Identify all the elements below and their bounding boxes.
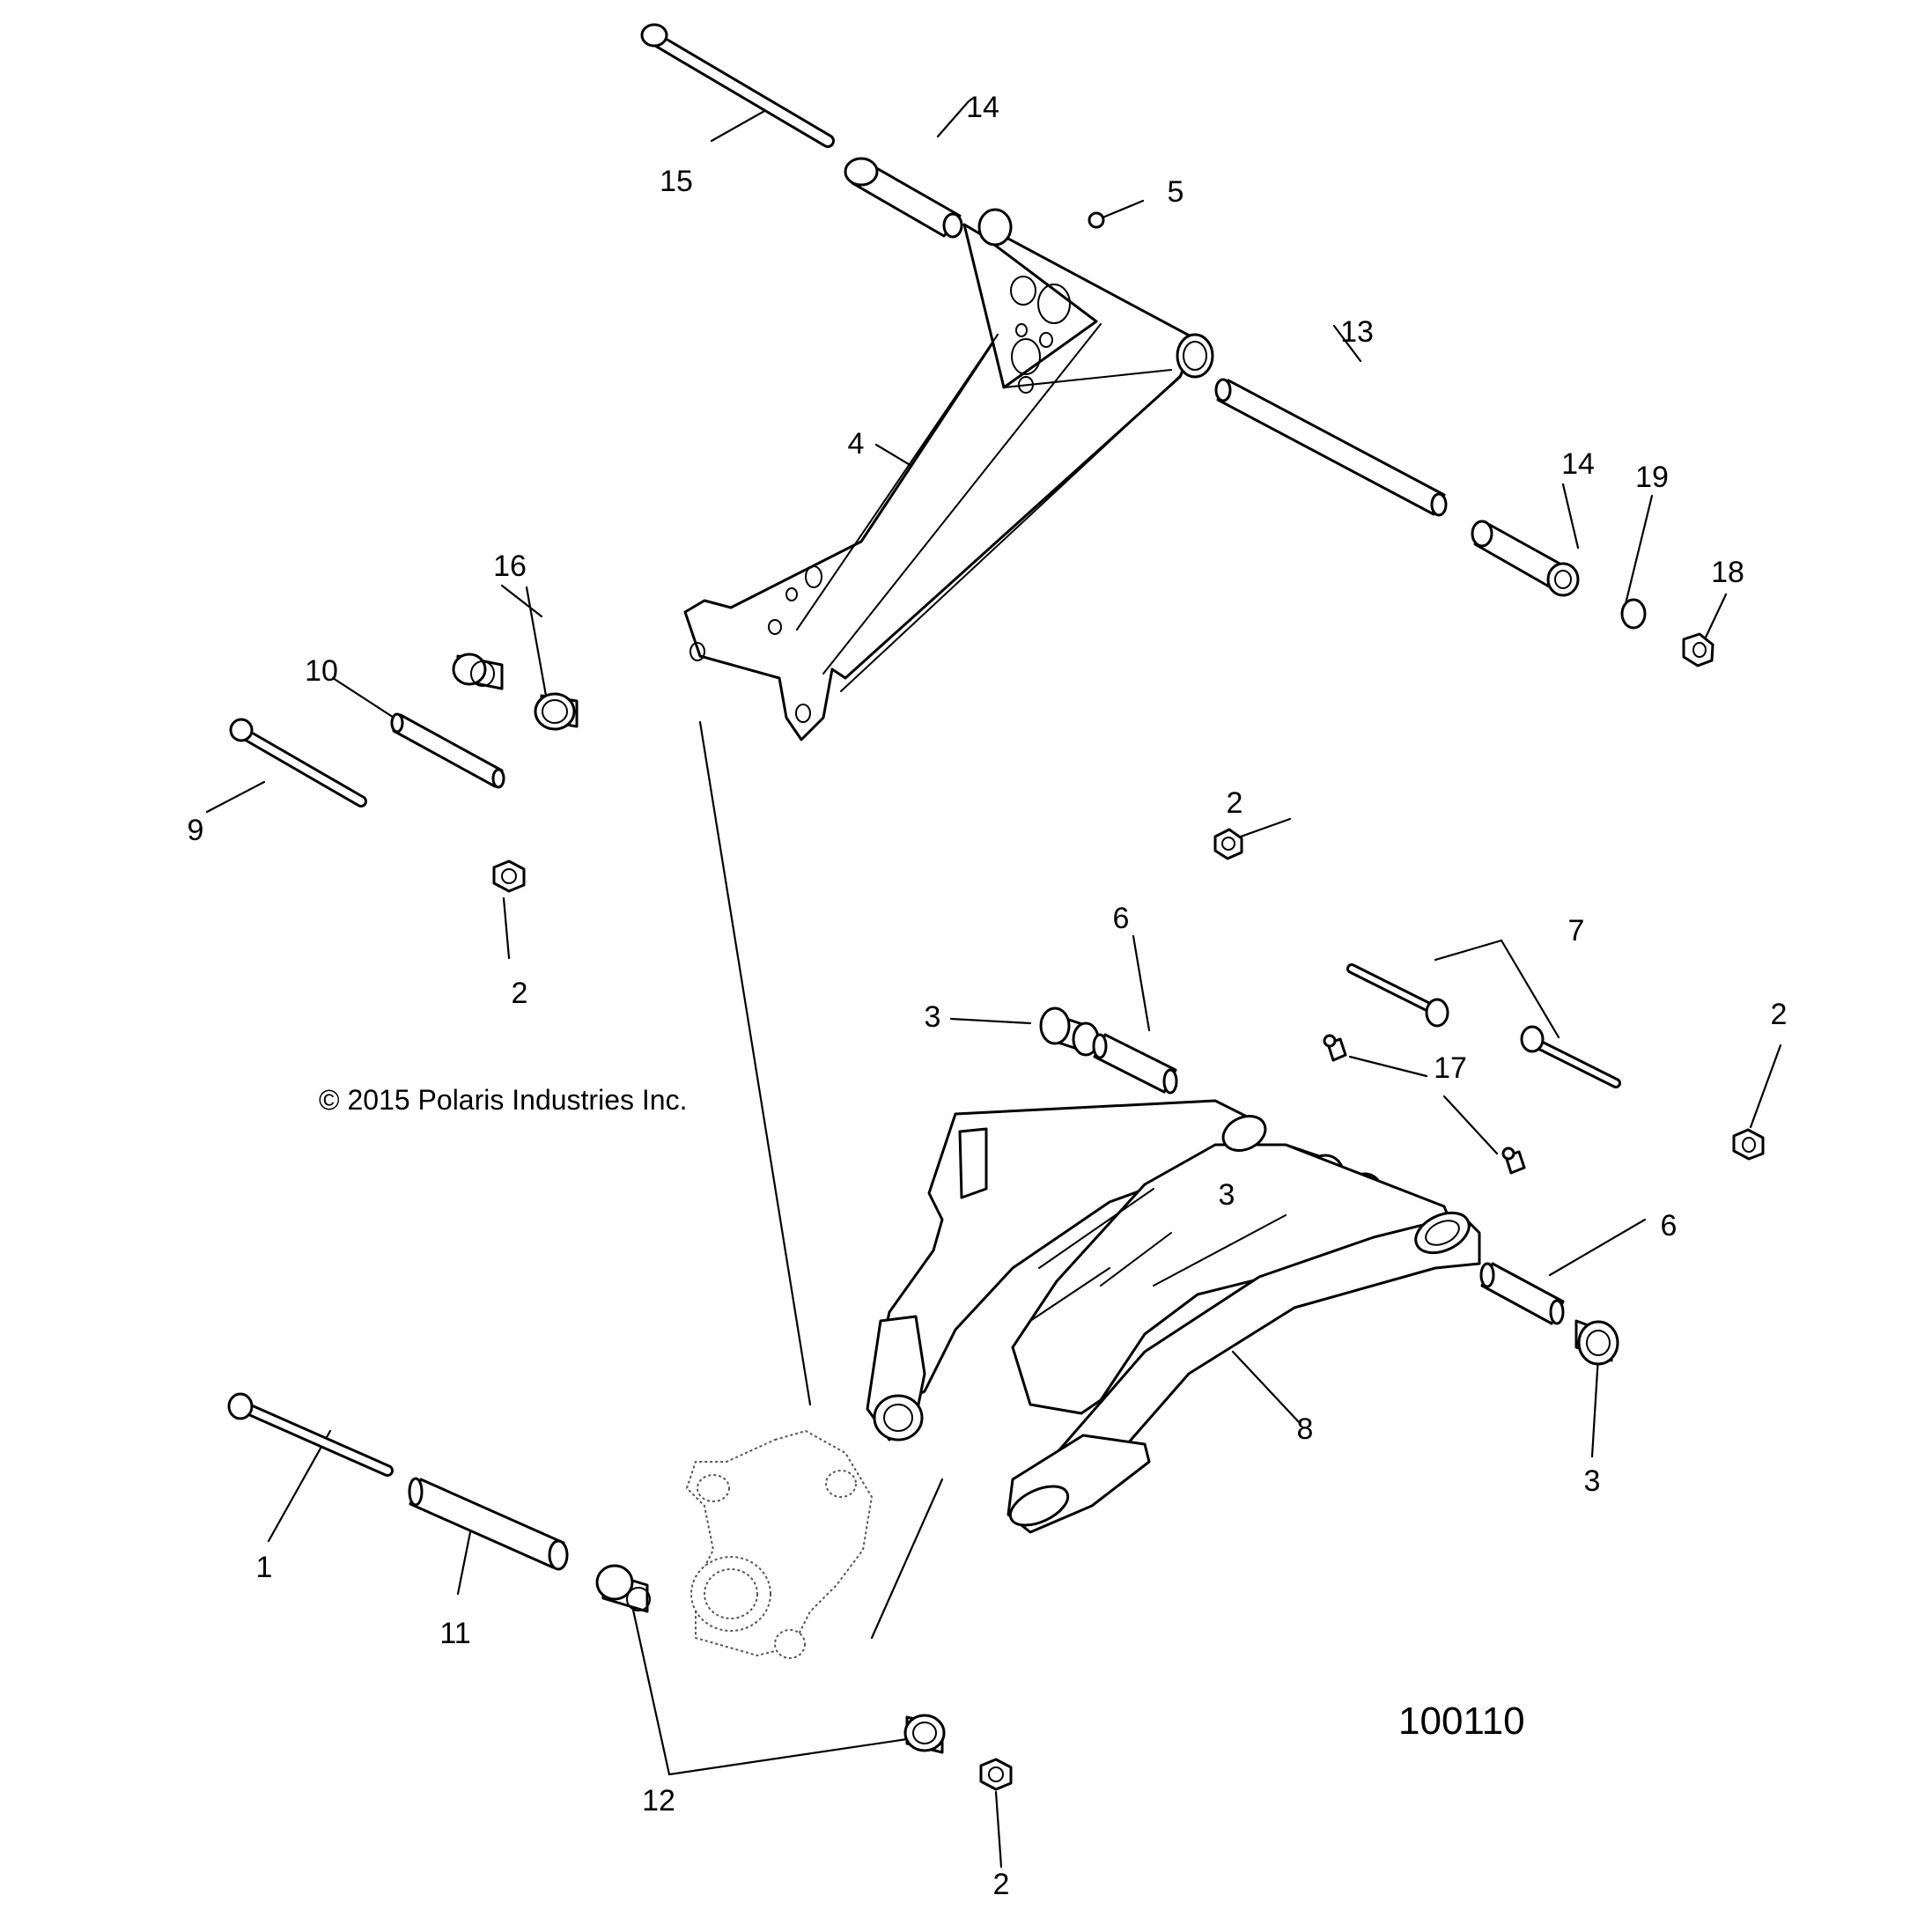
trailing-arm-8: [866, 1099, 1481, 1534]
bolt-7-upper: [1346, 963, 1449, 1028]
grease-fitting-17-a: [1323, 1034, 1347, 1062]
callout-2-left: 2: [511, 977, 528, 1010]
callout-15: 15: [660, 165, 693, 198]
callout-5: 5: [1167, 175, 1184, 209]
nut-2-right: [1732, 1128, 1765, 1161]
callout-4: 4: [847, 427, 865, 461]
bolt-15: [640, 23, 835, 148]
bushing-14-right: [1471, 520, 1580, 597]
callout-2-bottom: 2: [992, 1868, 1010, 1901]
diagram-reference-number: 100110: [1398, 1700, 1525, 1743]
bushing-3-right: [1574, 1319, 1619, 1366]
bushing-16-b: [534, 692, 579, 731]
nut-18: [1682, 632, 1714, 667]
callout-6-upper: 6: [1112, 902, 1130, 935]
callout-3-right: 3: [1583, 1464, 1601, 1498]
callout-8: 8: [1296, 1412, 1314, 1446]
callout-2-top: 2: [1226, 786, 1243, 820]
bushing-16-a: [452, 653, 504, 690]
copyright-notice: © 2015 Polaris Industries Inc.: [319, 1084, 688, 1116]
callout-1: 1: [255, 1551, 273, 1584]
callout-10: 10: [305, 654, 338, 688]
bolt-7-lower: [1520, 1025, 1621, 1088]
callout-18: 18: [1711, 556, 1744, 589]
upper-a-arm-4: [683, 208, 1214, 741]
bushing-12-b: [903, 1714, 946, 1754]
spacer-10: [390, 712, 505, 789]
spacer-6-upper: [1092, 1033, 1178, 1095]
callout-14-right: 14: [1561, 447, 1595, 481]
callout-3-middle: 3: [1218, 1178, 1235, 1212]
bushing-3-upper: [1039, 1007, 1100, 1057]
nut-2-left: [492, 859, 526, 893]
callout-13: 13: [1340, 315, 1374, 349]
callout-14-upper: 14: [966, 91, 999, 124]
callout-2-right: 2: [1770, 998, 1788, 1031]
callout-19: 19: [1635, 461, 1669, 494]
nut-2-top: [1213, 828, 1243, 860]
callout-17: 17: [1434, 1051, 1467, 1085]
pivot-tube-13: [1214, 378, 1448, 517]
callout-12: 12: [642, 1784, 675, 1818]
callout-6-lower: 6: [1660, 1209, 1678, 1243]
callout-9: 9: [187, 814, 204, 847]
callout-7: 7: [1567, 914, 1585, 948]
spacer-11: [408, 1477, 569, 1571]
bushing-14-upper: [844, 157, 963, 239]
grease-fitting-17-b: [1501, 1147, 1526, 1175]
callout-11: 11: [439, 1617, 471, 1650]
callout-3-upper: 3: [924, 1000, 941, 1034]
grease-fitting-5: [1088, 211, 1105, 229]
bolt-1: [227, 1392, 394, 1477]
spacer-6-lower: [1479, 1262, 1565, 1325]
bushing-12-a: [595, 1564, 651, 1613]
knuckle-ghost: [685, 1429, 874, 1659]
nut-2-bottom: [979, 1758, 1013, 1791]
washer-19: [1620, 598, 1647, 630]
bolt-9: [229, 718, 367, 807]
callout-16: 16: [493, 549, 527, 583]
